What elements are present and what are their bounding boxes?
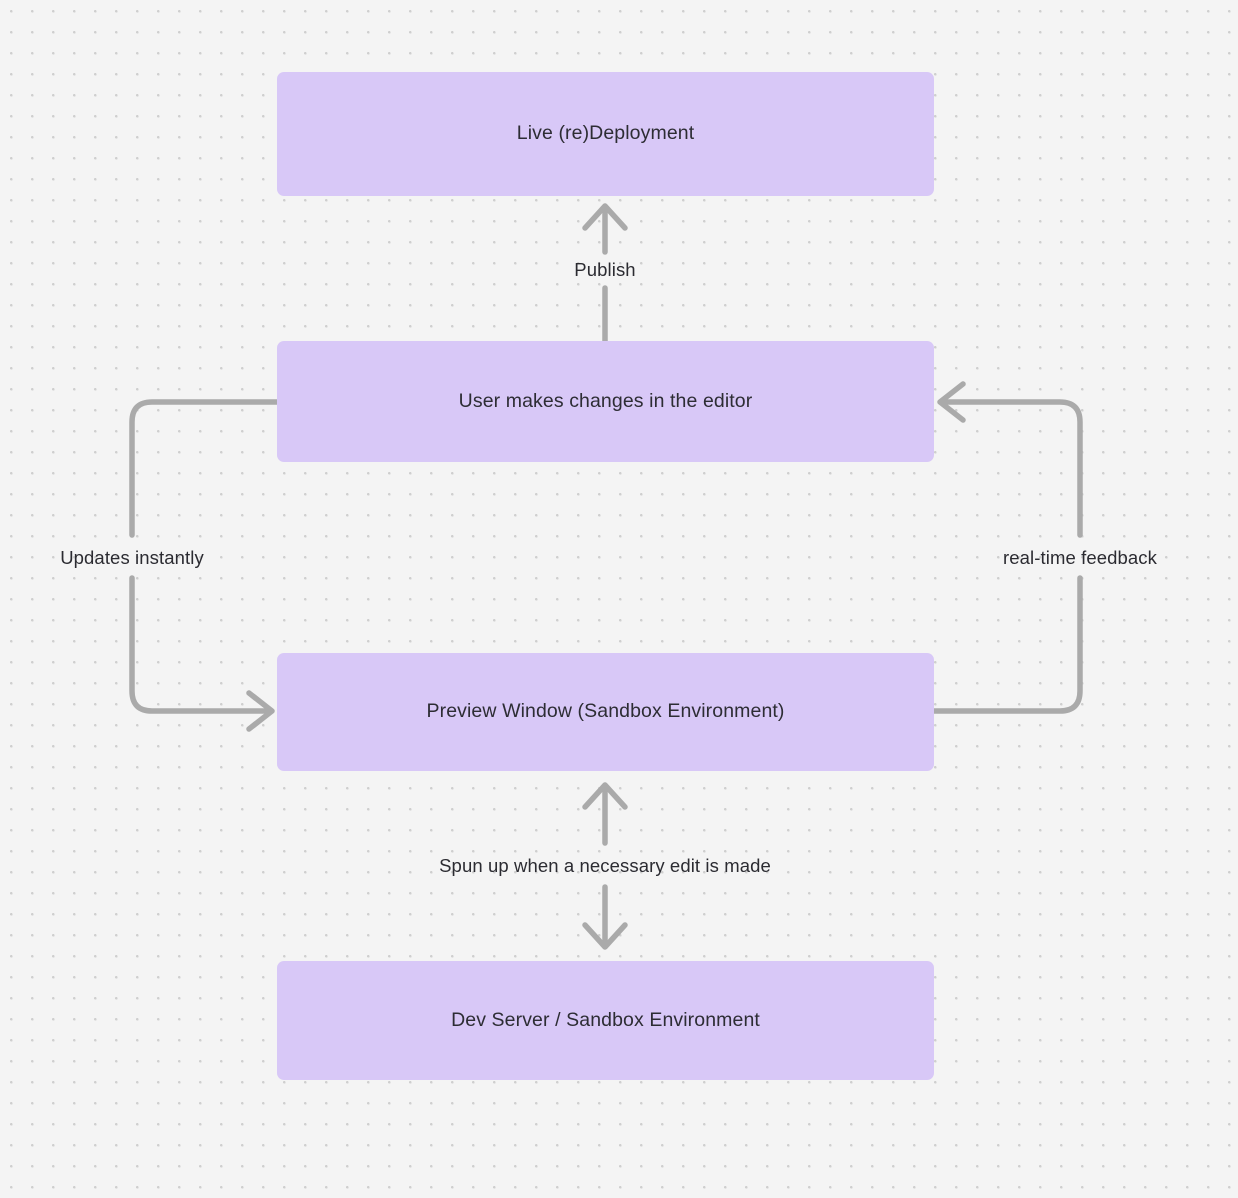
edge-label-real-time-feedback: real-time feedback (1003, 547, 1157, 568)
edge-label-publish: Publish (574, 259, 636, 280)
edge-label-updates-instantly: Updates instantly (60, 547, 204, 568)
node-dev-server-label: Dev Server / Sandbox Environment (451, 1008, 760, 1031)
node-dev-server[interactable]: Dev Server / Sandbox Environment (277, 961, 934, 1080)
node-preview-window[interactable]: Preview Window (Sandbox Environment) (277, 653, 934, 771)
node-user-edits[interactable]: User makes changes in the editor (277, 341, 934, 462)
node-live-deployment-label: Live (re)Deployment (516, 122, 695, 145)
node-user-edits-label: User makes changes in the editor (458, 389, 753, 412)
node-preview-window-label: Preview Window (Sandbox Environment) (426, 700, 785, 723)
edge-label-spun-up: Spun up when a necessary edit is made (439, 855, 771, 876)
node-live-deployment[interactable]: Live (re)Deployment (277, 72, 934, 196)
